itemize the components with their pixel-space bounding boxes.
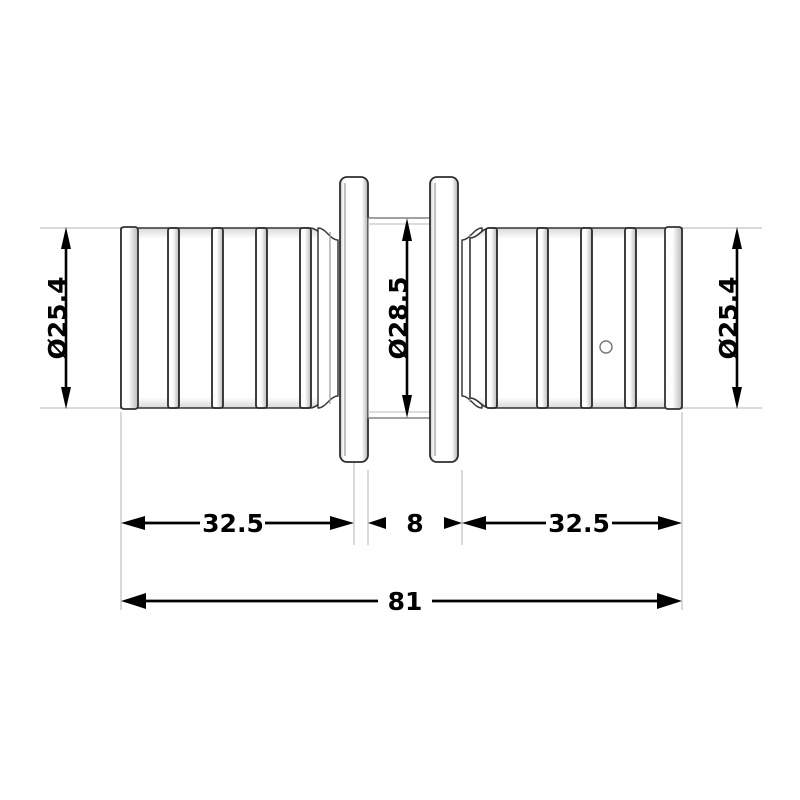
label-center-diameter: Ø28.5 [384, 277, 413, 360]
dimension-annotations [61, 218, 742, 609]
left-waist [317, 227, 339, 409]
left-end-ridge [120, 226, 139, 410]
dimension-right-length [462, 516, 682, 530]
arrowhead-right-length-start [462, 516, 486, 530]
dimension-overall-length [121, 593, 682, 609]
center-flange-right [429, 176, 459, 463]
center-barrel [367, 217, 431, 419]
barb-ridge-right-4 [624, 227, 637, 409]
barb-ridge-left-3 [255, 227, 268, 409]
arrowhead-left-length-end [330, 516, 354, 530]
part-geometry [120, 176, 683, 463]
label-overall-length: 81 [388, 587, 423, 616]
small-hole-icon [599, 340, 613, 354]
dimension-left-diameter [61, 227, 71, 409]
arrowhead-left-length-start [121, 516, 145, 530]
barb-ridge-right-1 [485, 227, 498, 409]
arrowhead-left-diameter-top [61, 227, 71, 249]
barb-ridge-left-2 [211, 227, 224, 409]
arrowhead-right-length-end [658, 516, 682, 530]
label-left-length: 32.5 [202, 509, 264, 538]
barb-ridge-right-2 [536, 227, 549, 409]
right-end-ridge [664, 226, 683, 410]
label-center-length: 8 [406, 509, 423, 538]
arrowhead-overall-end [657, 593, 682, 609]
barb-ridge-left-4 [299, 227, 312, 409]
arrowhead-center-diameter-top [402, 218, 412, 241]
arrowhead-center-diameter-bottom [402, 395, 412, 418]
arrowhead-overall-start [121, 593, 146, 609]
arrowhead-right-diameter-top [732, 227, 742, 249]
arrowhead-center-length-start [368, 517, 386, 529]
center-flange-left [339, 176, 369, 463]
dimension-labels: Ø25.4 Ø28.5 Ø25.4 32.5 8 32.5 81 [43, 277, 743, 616]
barb-ridge-right-3 [580, 227, 593, 409]
dimension-center-length [368, 517, 462, 529]
label-left-diameter: Ø25.4 [43, 277, 72, 360]
dimension-left-length [121, 516, 354, 530]
label-right-diameter: Ø25.4 [714, 277, 743, 360]
left-barb-body [120, 227, 331, 409]
right-barb-body [469, 227, 683, 409]
arrowhead-center-length-end [444, 517, 462, 529]
arrowhead-left-diameter-bottom [61, 387, 71, 409]
dimension-center-diameter [402, 218, 412, 418]
arrowhead-right-diameter-bottom [732, 387, 742, 409]
dimension-right-diameter [732, 227, 742, 409]
barb-ridge-left-1 [167, 227, 180, 409]
label-right-length: 32.5 [548, 509, 610, 538]
